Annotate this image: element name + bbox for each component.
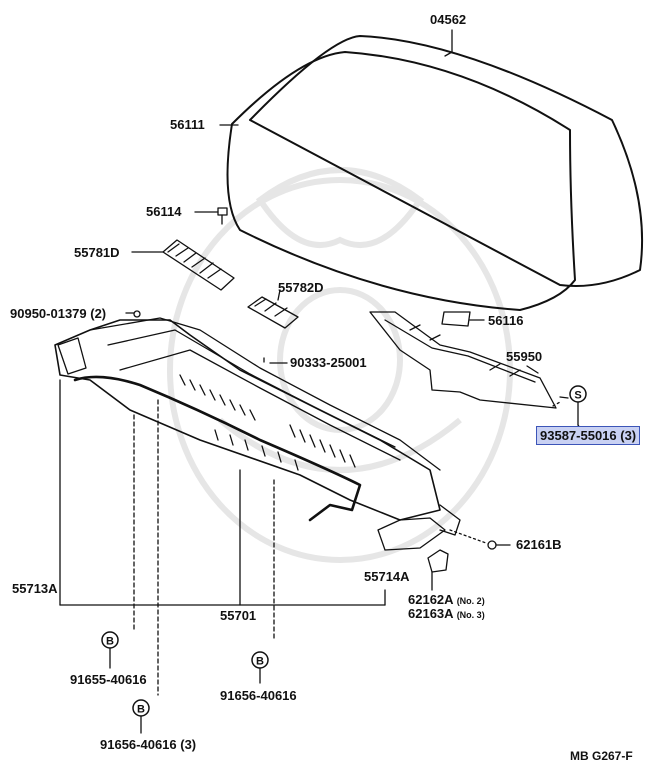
note-no2: (No. 2) bbox=[456, 596, 485, 606]
part-label-62163a[interactable]: 62163A (No. 3) bbox=[408, 607, 485, 620]
svg-text:B: B bbox=[256, 656, 264, 668]
part-label-62162a[interactable]: 62162A (No. 2) bbox=[408, 593, 485, 606]
windshield-glass-shape bbox=[226, 51, 576, 311]
louver-55782d-shape bbox=[247, 289, 299, 329]
part-label-93587-55016-highlighted[interactable]: 93587-55016 (3) bbox=[536, 426, 641, 445]
part-number-62162a: 62162A bbox=[408, 592, 454, 607]
part-label-56114[interactable]: 56114 bbox=[146, 204, 182, 219]
part-label-90950-01379[interactable]: 90950-01379 (2) bbox=[10, 306, 107, 321]
part-label-90333-25001[interactable]: 90333-25001 bbox=[290, 355, 367, 370]
note-no3: (No. 3) bbox=[456, 610, 485, 620]
pad-56116-shape bbox=[441, 311, 485, 327]
svg-text:S: S bbox=[574, 390, 581, 402]
part-label-91655-40616[interactable]: 91655-40616 bbox=[70, 672, 147, 687]
diagram-reference-code: MB G267-F bbox=[570, 749, 633, 763]
part-label-55781d[interactable]: 55781D bbox=[74, 245, 120, 260]
part-label-55782d[interactable]: 55782D bbox=[278, 280, 324, 295]
bolt-symbol-b-3: B bbox=[132, 699, 150, 717]
bracket-62162a-shape bbox=[427, 549, 449, 591]
screw-symbol-s: S bbox=[569, 385, 587, 403]
louver-55781d-shape bbox=[131, 239, 235, 291]
svg-text:B: B bbox=[106, 636, 114, 648]
part-label-55950[interactable]: 55950 bbox=[506, 349, 543, 364]
part-label-04562[interactable]: 04562 bbox=[430, 12, 467, 27]
part-label-91656-40616[interactable]: 91656-40616 bbox=[220, 688, 297, 703]
clip-56114-shape bbox=[194, 207, 228, 225]
part-label-55713a[interactable]: 55713A bbox=[12, 581, 58, 596]
bolt-symbol-b-2: B bbox=[251, 651, 269, 669]
part-number-62163a: 62163A bbox=[408, 606, 454, 621]
bolt-symbol-b-1: B bbox=[101, 631, 119, 649]
part-label-56111[interactable]: 56111 bbox=[170, 117, 205, 132]
shroud-55950-shape bbox=[369, 311, 557, 409]
part-label-91656-40616-qty3[interactable]: 91656-40616 (3) bbox=[100, 737, 197, 752]
part-label-62161b[interactable]: 62161B bbox=[516, 537, 562, 552]
part-label-55701[interactable]: 55701 bbox=[220, 608, 257, 623]
cowl-panel-55701-shape bbox=[54, 317, 461, 551]
svg-text:B: B bbox=[137, 704, 145, 716]
grommet-62161b-shape bbox=[487, 540, 497, 550]
part-label-55714a[interactable]: 55714A bbox=[364, 569, 410, 584]
part-label-56116[interactable]: 56116 bbox=[488, 313, 524, 328]
windshield-molding-shape bbox=[249, 35, 644, 287]
